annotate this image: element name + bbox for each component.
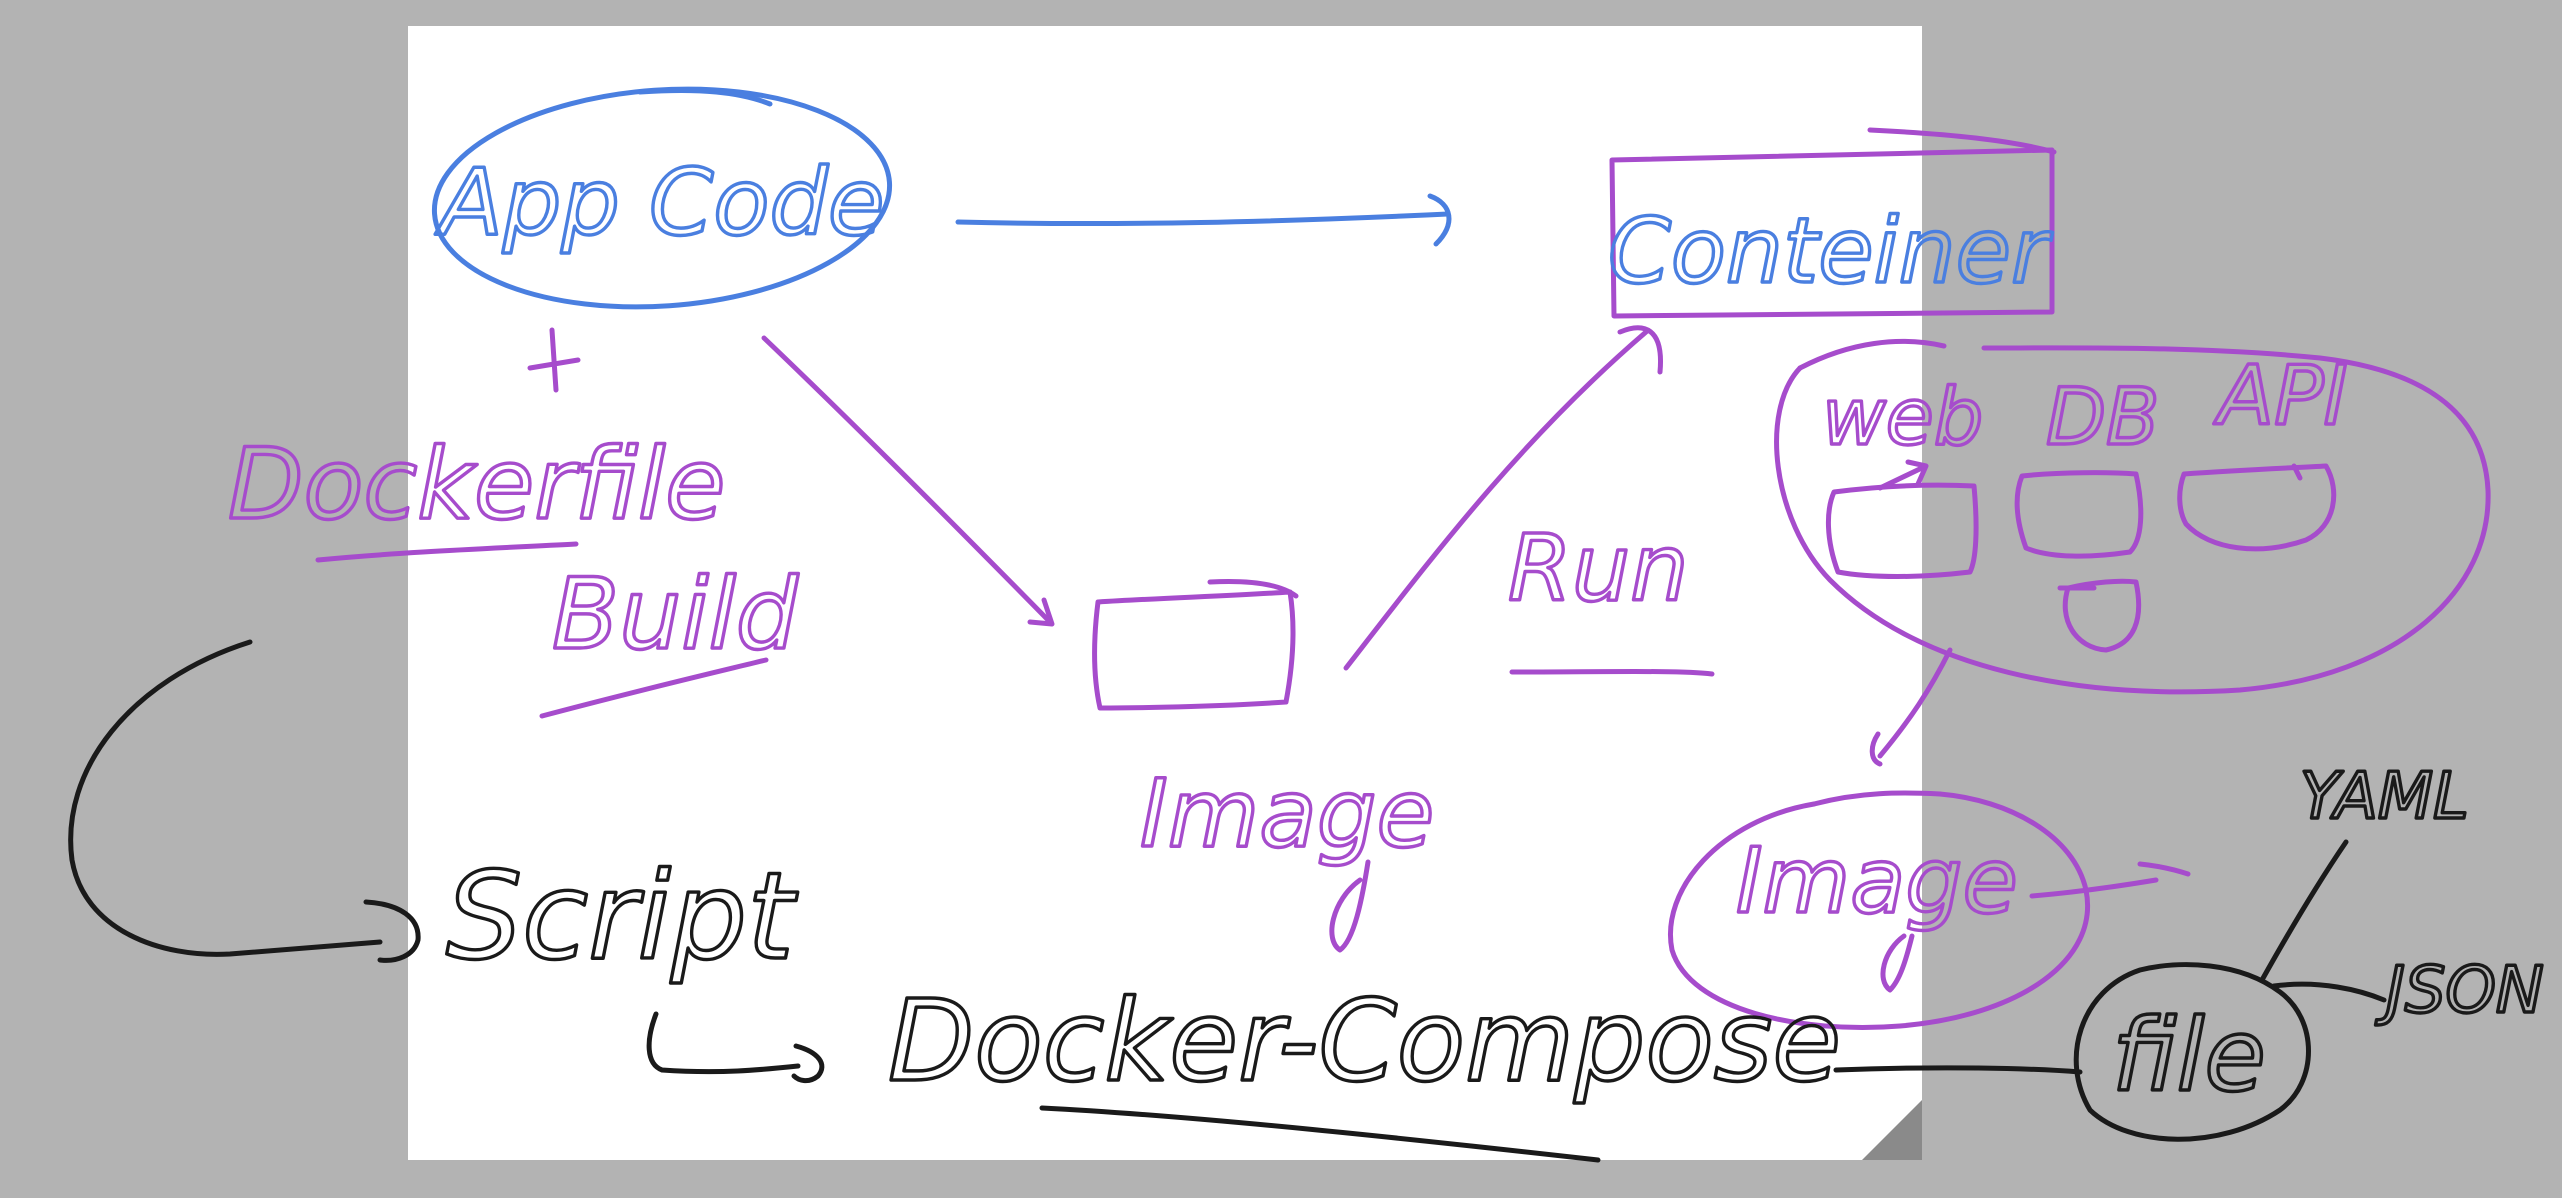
run-label: Run [1508, 515, 1689, 622]
db-box [2014, 470, 2144, 559]
file-to-yaml-line [2259, 839, 2349, 983]
image-center-label: Image [1140, 760, 1434, 869]
image-right-outbound-stroke [2029, 861, 2191, 899]
container-label: Conteiner [1608, 199, 2053, 304]
page-curl-corner[interactable] [1862, 1100, 1922, 1160]
compose-to-file-line [1833, 1065, 2083, 1075]
docker-compose-underline [1039, 1105, 1601, 1163]
yaml-label: YAML [2300, 760, 2469, 834]
script-label: Script [446, 848, 798, 987]
run-arrow [1343, 325, 1663, 671]
api-label: API [2213, 349, 2348, 444]
services-to-image-arrow [1869, 647, 1953, 767]
app-code-ellipse-overlap [637, 88, 773, 107]
build-label: Build [552, 558, 799, 672]
compose-arrow [646, 1011, 825, 1084]
build-arrow [761, 335, 1055, 627]
image-right-descender [1880, 933, 1915, 993]
db-label: DB [2046, 373, 2160, 463]
web-box [1825, 482, 1979, 579]
script-arrow [68, 639, 421, 963]
services-ellipse [1774, 345, 2491, 695]
whiteboard-page [408, 26, 1922, 1160]
web-label: web [1822, 373, 1983, 463]
api-box [2177, 463, 2337, 552]
image-center-node [1092, 579, 1299, 711]
dockerfile-underline [315, 541, 579, 563]
file-label: file [2112, 997, 2266, 1114]
dockerfile-label: Dockerfile [228, 428, 725, 542]
build-underline [539, 657, 769, 719]
json-label: JSON [2375, 954, 2544, 1028]
image-right-node [1668, 790, 2090, 1030]
app-to-container-arrow [955, 193, 1452, 247]
extra-service-box [2062, 578, 2142, 653]
app-code-node [431, 86, 893, 310]
image-right-label: Image [1736, 829, 2018, 934]
services-group [1774, 338, 2491, 695]
docker-compose-label: Docker-Compose [888, 977, 1841, 1107]
image-center-descender [1329, 859, 1371, 953]
dockerfile-cross-mark [527, 327, 581, 393]
file-to-json-line [2271, 981, 2387, 1003]
app-code-label: App Code [435, 149, 885, 256]
run-underline [1509, 669, 1715, 677]
file-circle [2073, 962, 2311, 1142]
container-node [1609, 127, 2057, 319]
